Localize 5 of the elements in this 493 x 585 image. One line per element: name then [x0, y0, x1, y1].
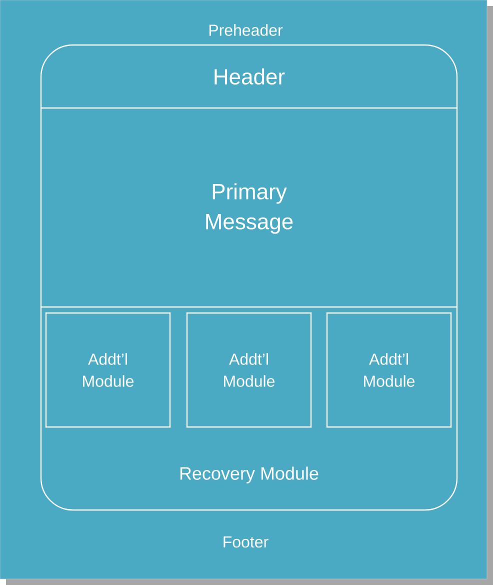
module-box: Addt’l Module [186, 312, 312, 428]
module-box: Addt’l Module [45, 312, 171, 428]
module-box: Addt’l Module [326, 312, 452, 428]
header-section: Header [41, 68, 457, 109]
message-section: Primary Message [41, 183, 457, 308]
